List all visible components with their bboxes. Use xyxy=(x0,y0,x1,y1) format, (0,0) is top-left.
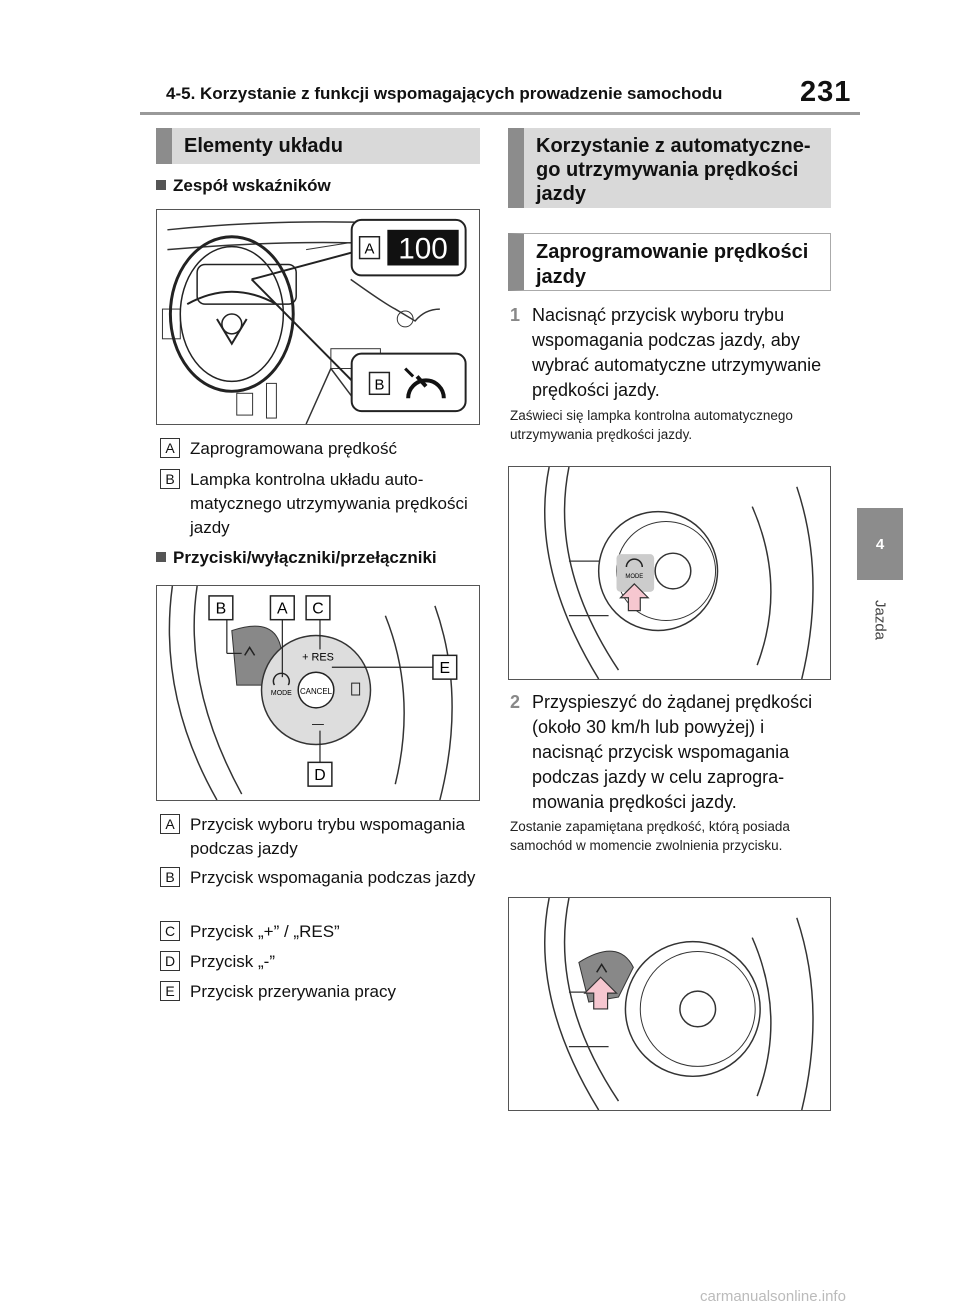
gauge-cluster-illustration: A 100 B xyxy=(161,218,467,424)
switches-legend-item: D Przycisk „-” xyxy=(160,950,480,974)
switch-callout-b: B xyxy=(216,601,227,618)
minus-label: — xyxy=(312,717,324,731)
set-speed-display: 100 xyxy=(398,233,448,266)
chapter-tab[interactable]: 4 xyxy=(857,508,903,580)
subsection-title: Zaprogramowanie prędkości jazdy xyxy=(508,233,831,291)
legend-badge: E xyxy=(160,981,180,1001)
legend-text: Przycisk „-” xyxy=(190,952,275,971)
header-rule xyxy=(140,112,860,115)
section-title-elements: Elementy układu xyxy=(156,128,480,164)
switches-legend-item: A Przycisk wyboru trybu wspoma­gania pod… xyxy=(160,813,480,861)
gauge-callout-b: B xyxy=(374,377,384,393)
step-2: 2 Przyspieszyć do żądanej prędko­ści (ok… xyxy=(510,690,832,815)
legend-text: Przycisk „+” / „RES” xyxy=(190,922,340,941)
chapter-label-text: Jazda xyxy=(871,599,889,641)
mode-gauge-icon xyxy=(625,558,643,568)
switch-callout-c: C xyxy=(312,601,323,618)
cruise-indicator-icon xyxy=(404,367,446,399)
legend-badge: A xyxy=(160,438,180,458)
step-1-figure: MODE xyxy=(508,466,831,680)
res-label: + RES xyxy=(302,651,334,663)
bullet-square-icon xyxy=(156,180,166,190)
step-2-note: Zostanie zapamiętana prędkość, którą pos… xyxy=(510,819,790,853)
switches-legend-item: C Przycisk „+” / „RES” xyxy=(160,920,480,944)
step-1-note: Zaświeci się lampka kontrolna automa­tyc… xyxy=(510,408,793,442)
legend-badge: B xyxy=(160,867,180,887)
gauge-cluster-figure: A 100 B xyxy=(156,209,480,425)
gauges-title: Zespół wskaźników xyxy=(156,176,331,196)
legend-badge: B xyxy=(160,469,180,489)
legend-text: Przycisk wyboru trybu wspoma­gania podcz… xyxy=(190,815,465,858)
step-number: 1 xyxy=(510,305,521,325)
legend-badge: C xyxy=(160,921,180,941)
legend-text: Przycisk wspomagania podczas jazdy xyxy=(190,868,476,887)
bullet-square-icon xyxy=(156,552,166,562)
switch-callout-e: E xyxy=(440,660,451,677)
cancel-label: CANCEL xyxy=(300,687,333,696)
step-1-mode-label: MODE xyxy=(625,574,643,580)
legend-text: Przycisk przerywania pracy xyxy=(190,982,396,1001)
step-number: 2 xyxy=(510,692,521,712)
legend-text: Lampka kontrolna układu auto­matycznego … xyxy=(190,470,468,537)
cruise-assist-icon xyxy=(244,646,256,656)
page-number: 231 xyxy=(800,76,852,108)
gauge-callout-a: A xyxy=(365,242,375,258)
header-title: 4-5. Korzystanie z funkcji wspomagającyc… xyxy=(166,84,723,103)
switch-callout-a: A xyxy=(277,601,288,618)
step-text: Nacisnąć przycisk wyboru trybu wspomagan… xyxy=(532,305,822,400)
step-2-figure xyxy=(508,897,831,1111)
switches-legend-item: E Przycisk przerywania pracy xyxy=(160,980,480,1004)
legend-badge: A xyxy=(160,814,180,834)
legend-text: Zaprogramowana prędkość xyxy=(190,439,397,458)
press-arrow-icon xyxy=(583,976,618,1010)
switch-callout-d: D xyxy=(314,767,325,784)
step-text: Przyspieszyć do żądanej prędko­ści (okoł… xyxy=(532,692,813,812)
switches-title-text: Przyciski/wyłączniki/przełączniki xyxy=(173,548,437,567)
lane-icon xyxy=(351,682,361,696)
mode-label: MODE xyxy=(271,690,292,697)
gauges-legend-item: B Lampka kontrolna układu auto­matyczneg… xyxy=(160,468,480,540)
cruise-button-illustration xyxy=(544,898,814,1110)
switches-figure: CANCEL + RES MODE — B A C E D xyxy=(156,585,480,801)
legend-badge: D xyxy=(160,951,180,971)
switches-legend-item: B Przycisk wspomagania podczas jazdy xyxy=(160,866,480,890)
press-arrow-icon xyxy=(619,583,650,612)
cruise-assist-icon xyxy=(596,962,608,973)
chapter-label: Jazda xyxy=(868,590,892,650)
gauges-legend-item: A Zaprogramowana prędkość xyxy=(160,437,480,461)
section-title-cruise: Korzystanie z automatyczne­go utrzymywan… xyxy=(508,128,831,208)
mode-button-illustration: MODE xyxy=(544,467,814,679)
switches-illustration: CANCEL + RES MODE — B A C E D xyxy=(168,586,458,800)
gauges-title-text: Zespół wskaźników xyxy=(173,176,331,195)
switches-title: Przyciski/wyłączniki/przełączniki xyxy=(156,548,437,568)
step-1: 1 Nacisnąć przycisk wyboru trybu wspomag… xyxy=(510,303,832,403)
mode-gauge-icon xyxy=(272,672,290,686)
watermark: carmanualsonline.info xyxy=(700,1288,846,1305)
